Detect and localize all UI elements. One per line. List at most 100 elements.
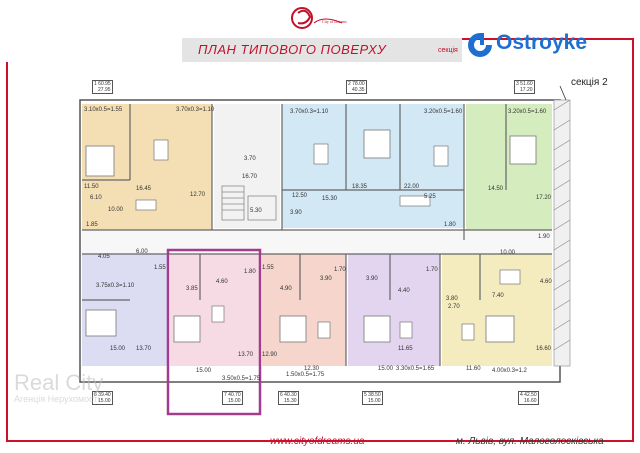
room-area: 7.40 bbox=[492, 293, 504, 299]
unit-living: 17.20 bbox=[520, 87, 533, 93]
room-area: 4.60 bbox=[540, 279, 552, 285]
watermark-line2: Агенція Нерухомості bbox=[14, 394, 100, 404]
room-area: 1.55 bbox=[262, 265, 274, 271]
unit-number: 4 bbox=[520, 392, 523, 398]
unit-8-box: 8 39.40 15.00 bbox=[92, 391, 113, 405]
room-area: 1.80 bbox=[444, 222, 456, 228]
room-area: 3.50x0.5=1.75 bbox=[222, 376, 261, 382]
room-area: 4.90 bbox=[280, 286, 292, 292]
room-area: 13.70 bbox=[238, 352, 254, 358]
section-label: секція 2 bbox=[571, 77, 608, 88]
unit-2-box: 2 78.00 40.35 bbox=[346, 80, 367, 94]
city-of-dreams-logo: City of Dreams bbox=[284, 5, 354, 31]
room-area: 4.60 bbox=[216, 279, 228, 285]
unit-number: 3 bbox=[516, 81, 519, 87]
room-area: 4.05 bbox=[98, 254, 110, 260]
unit-living: 15.00 bbox=[98, 398, 111, 404]
room-area: 15.30 bbox=[322, 196, 338, 202]
unit-living: 27.95 bbox=[98, 87, 111, 93]
room-area: 15.00 bbox=[196, 368, 212, 374]
room-area: 3.30x0.5=1.65 bbox=[396, 366, 435, 372]
footer-website[interactable]: www.cityofdreams.ua bbox=[270, 436, 365, 447]
room-area: 11.65 bbox=[398, 346, 413, 352]
room-area: 3.20x0.5=1.60 bbox=[424, 109, 463, 115]
room-area: 3.70x0.3=1.10 bbox=[290, 109, 329, 115]
room-area: 10.00 bbox=[500, 250, 516, 256]
unit-7-box: 7 40.70 15.00 bbox=[222, 391, 243, 405]
room-area: 16.60 bbox=[536, 346, 552, 352]
unit-total: 39.40 bbox=[98, 392, 111, 398]
room-area: 1.85 bbox=[86, 222, 98, 228]
room-area: 1.90 bbox=[538, 234, 550, 240]
room-area: 1.50x0.5=1.75 bbox=[286, 372, 325, 378]
room-area: 3.20x0.5=1.60 bbox=[508, 109, 547, 115]
room-area: 1.70 bbox=[334, 267, 346, 273]
unit-living: 15.00 bbox=[228, 398, 241, 404]
room-area: 3.80 bbox=[446, 296, 458, 302]
unit-5-box: 5 38.50 15.00 bbox=[362, 391, 383, 405]
unit-total: 60.95 bbox=[98, 81, 111, 87]
unit-total: 51.60 bbox=[520, 81, 533, 87]
room-area: 1.80 bbox=[244, 269, 256, 275]
footer-address: м. Львів, вул. Малоголосківська bbox=[456, 436, 604, 447]
room-area: 11.60 bbox=[466, 366, 481, 372]
room-area: 6.10 bbox=[90, 195, 102, 201]
room-area: 3.70 bbox=[244, 156, 256, 162]
unit-1-box: 1 60.95 27.95 bbox=[92, 80, 113, 94]
ostroyke-icon bbox=[468, 33, 492, 57]
unit-number: 1 bbox=[94, 81, 97, 87]
room-area: 14.50 bbox=[488, 186, 504, 192]
room-area: 2.70 bbox=[448, 304, 460, 310]
unit-4-box: 4 42.50 16.60 bbox=[518, 391, 539, 405]
unit-living: 16.60 bbox=[524, 398, 537, 404]
unit-6-box: 6 40.30 15.30 bbox=[278, 391, 299, 405]
room-area: 10.00 bbox=[108, 207, 124, 213]
room-area: 3.90 bbox=[320, 276, 332, 282]
unit-3-box: 3 51.60 17.20 bbox=[514, 80, 535, 94]
logo-text: City of Dreams bbox=[322, 19, 347, 24]
unit-total: 78.00 bbox=[352, 81, 365, 87]
title-bar: ПЛАН ТИПОВОГО ПОВЕРХУ секція bbox=[6, 38, 462, 62]
room-area: 16.70 bbox=[242, 174, 258, 180]
room-area: 3.85 bbox=[186, 286, 198, 292]
unit-number: 6 bbox=[280, 392, 283, 398]
room-area: 12.70 bbox=[190, 192, 206, 198]
room-area: 15.00 bbox=[378, 366, 394, 372]
unit-number: 2 bbox=[348, 81, 351, 87]
room-area: 3.10x0.5=1.55 bbox=[84, 107, 123, 113]
room-area: 3.75x0.3=1.10 bbox=[96, 283, 135, 289]
room-area: 12.30 bbox=[304, 366, 320, 372]
unit-total: 38.50 bbox=[368, 392, 381, 398]
room-area: 1.55 bbox=[154, 265, 166, 271]
room-area: 5.30 bbox=[250, 208, 262, 214]
unit-number: 7 bbox=[224, 392, 227, 398]
title-suffix: секція bbox=[438, 47, 458, 54]
room-area: 3.90 bbox=[290, 210, 302, 216]
room-area: 12.90 bbox=[262, 352, 278, 358]
room-area: 4.40 bbox=[398, 288, 410, 294]
page-title: ПЛАН ТИПОВОГО ПОВЕРХУ bbox=[198, 42, 387, 57]
room-area: 1.70 bbox=[426, 267, 438, 273]
watermark-line1: Real City bbox=[14, 370, 104, 395]
room-area: 13.70 bbox=[136, 346, 152, 352]
title-bar-accent bbox=[182, 38, 462, 62]
unit-living: 15.30 bbox=[284, 398, 297, 404]
room-area: 17.20 bbox=[536, 195, 552, 201]
room-area: 12.50 bbox=[292, 193, 308, 199]
brand-name: Ostroyke bbox=[496, 31, 588, 54]
unit-total: 40.70 bbox=[228, 392, 241, 398]
room-area: 22.00 bbox=[404, 184, 420, 190]
unit-total: 42.50 bbox=[524, 392, 537, 398]
room-area: 3.90 bbox=[366, 276, 378, 282]
room-area: 3.70x0.3=1.10 bbox=[176, 107, 215, 113]
room-area: 15.00 bbox=[110, 346, 126, 352]
watermark: Real City Агенція Нерухомості bbox=[14, 370, 103, 404]
unit-total: 40.30 bbox=[284, 392, 297, 398]
room-area: 6.00 bbox=[136, 249, 148, 255]
unit-number: 8 bbox=[94, 392, 97, 398]
room-area: 18.35 bbox=[352, 184, 368, 190]
unit-number: 5 bbox=[364, 392, 367, 398]
unit-living: 40.35 bbox=[352, 87, 365, 93]
ostroyke-logo: Ostroyke bbox=[466, 30, 616, 60]
